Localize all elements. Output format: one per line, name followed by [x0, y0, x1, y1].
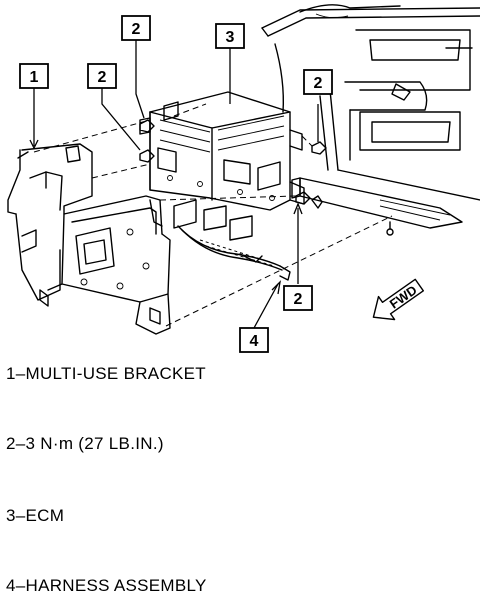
callout-2-right: 2	[303, 69, 333, 95]
callout-2-top-label: 2	[132, 21, 141, 38]
callout-4: 4	[239, 327, 269, 353]
callout-leaders	[29, 40, 319, 329]
installation-lines	[33, 103, 393, 327]
callout-2-top: 2	[121, 15, 151, 41]
callout-2-left: 2	[87, 63, 117, 89]
legend-item-2: 2–3 N·m (27 LB.IN.)	[6, 434, 164, 453]
legend-item-4: 4–HARNESS ASSEMBLY	[6, 576, 207, 595]
callout-1-label: 1	[30, 69, 39, 86]
fwd-label: FWD	[387, 282, 420, 311]
fwd-arrow: FWD	[372, 278, 425, 321]
harness-assembly	[173, 199, 291, 281]
callout-3: 3	[215, 23, 245, 49]
ecm-module	[139, 91, 305, 211]
ecm-mounting-diagram: 1 2 2 3 2 2 4 FWD	[7, 4, 480, 353]
mounting-nuts	[139, 119, 327, 209]
legend-item-1: 1–MULTI-USE BRACKET	[6, 364, 206, 383]
legend-item-3: 3–ECM	[6, 506, 65, 525]
callout-1: 1	[19, 63, 49, 89]
multi-use-bracket	[7, 143, 171, 335]
callout-2-left-label: 2	[98, 69, 107, 86]
callout-4-label: 4	[250, 333, 259, 350]
callout-2-right-label: 2	[314, 75, 323, 92]
callout-3-label: 3	[226, 29, 235, 46]
callout-2-bottom: 2	[283, 285, 313, 311]
callout-2-bottom-label: 2	[294, 291, 303, 308]
vehicle-body-panel	[261, 4, 480, 236]
